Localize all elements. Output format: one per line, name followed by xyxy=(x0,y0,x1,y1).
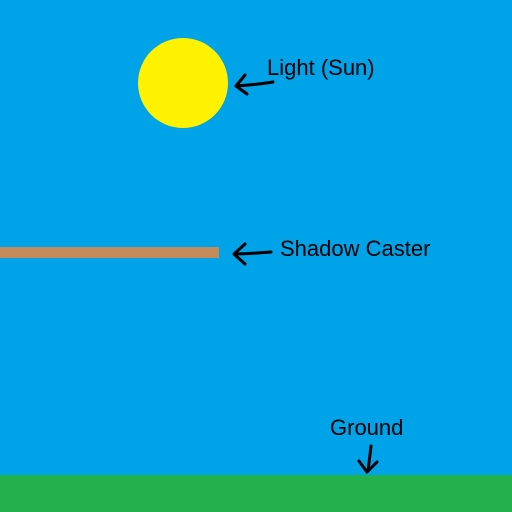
sun-shape xyxy=(138,38,228,128)
shadow-caster-bar xyxy=(0,247,219,258)
ground-label: Ground xyxy=(330,415,404,440)
arrow-left-icon xyxy=(232,242,273,266)
light-label: Light (Sun) xyxy=(267,55,375,80)
arrow-down-icon xyxy=(357,444,379,474)
shadow-caster-label: Shadow Caster xyxy=(280,236,431,261)
ground-strip xyxy=(0,475,512,512)
